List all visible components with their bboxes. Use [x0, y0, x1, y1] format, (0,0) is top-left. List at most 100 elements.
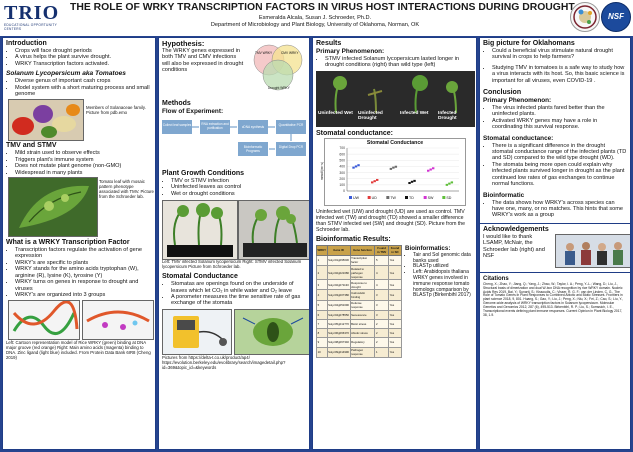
- chart-legend-swatch: [386, 195, 390, 199]
- stomata-diagram: [234, 308, 309, 355]
- chart-legend-label: UW: [353, 196, 360, 200]
- table-cell: Solyc09g014990: [326, 346, 351, 358]
- photo-label: Uninfected Drought: [358, 110, 383, 122]
- flow-diagram: Collect leaf samples RNA extraction and …: [162, 118, 306, 168]
- conc-stomatal-item: The stomata being more open could explai…: [492, 162, 627, 188]
- conc-primary-item: Activated WRKY genes may have a role in …: [492, 118, 627, 131]
- solanum-item: Model system with a short maturing proce…: [15, 85, 152, 98]
- chart-point: [394, 165, 398, 168]
- poster-title: THE ROLE OF WRKY TRANSCRIPTION FACTORS I…: [70, 2, 575, 13]
- chart-point: [445, 183, 449, 186]
- flow-step: Bioinformatic Programs: [238, 142, 268, 156]
- logo-subtitle: EDUCATIONAL OPPORTUNITY CENTERS: [4, 23, 58, 31]
- chart-point: [448, 182, 451, 185]
- table-cell: 7: [316, 318, 328, 330]
- table-header-cell: Gene function: [349, 244, 376, 256]
- chart-legend-label: TW: [390, 196, 396, 200]
- chart-point: [450, 181, 454, 184]
- big-picture-item: Could a beneficial virus stimulate natur…: [492, 48, 627, 61]
- conc-bioinfo-heading: Bioinformatic: [483, 191, 525, 199]
- conc-primary-item: The virus infected plants fared better t…: [492, 105, 627, 118]
- intro-item: A virus helps the plant survive drought.: [15, 54, 152, 60]
- intro-item: Crops will face drought periods: [15, 48, 152, 54]
- table-cell: 3: [374, 289, 389, 301]
- lab-group-photo: [555, 233, 630, 268]
- wrky-item: WRKY's are specific to plants: [15, 260, 152, 266]
- logo-text: TRIO: [4, 2, 60, 24]
- chart-tick-label: 300: [339, 171, 345, 175]
- column-results: Results Primary Phenomenon: STMV infecte…: [312, 37, 477, 450]
- table-cell: 3: [316, 279, 328, 291]
- conc-primary-list: The virus infected plants fared better t…: [483, 105, 627, 131]
- column-methods: Hypothesis: The WRKY genes expressed in …: [158, 37, 310, 450]
- flow-heading: Flow of Experiment:: [162, 108, 224, 115]
- solanum-figure: Members of Solanaceae family. Picture fr…: [6, 99, 152, 142]
- table-cell: Solyc05g012770: [326, 318, 351, 330]
- conc-bioinfo-list: The data shows how WRKY's across species…: [483, 200, 627, 219]
- table-cell: Solyc03g007380: [326, 289, 351, 301]
- table-cell: Senescence: [349, 309, 376, 320]
- table-cell: Yes: [388, 346, 402, 358]
- tmv-plant-photo: [162, 200, 238, 261]
- growth-item: Wet or drought conditions: [171, 191, 306, 197]
- wrky-item: WRKY turns on genes in response to droug…: [15, 279, 152, 292]
- intro-heading: Introduction: [6, 40, 47, 47]
- chart-point: [389, 167, 393, 170]
- stomatal-methods-heading: Stomatal Conductance: [162, 273, 238, 281]
- intro-list: Crops will face drought periods A virus …: [6, 48, 152, 67]
- growth-item: TMV or STMV infection: [171, 178, 306, 184]
- bioinfo-side-item: Tair and Sol genomic data banks used: [413, 252, 475, 265]
- methods-heading: Methods: [162, 100, 191, 107]
- bioinfo-side-item: BLASTp utilized: [413, 264, 475, 270]
- table-cell: 2: [316, 264, 328, 281]
- bioinfo-side: Bioinformatics: Tair and Sol genomic dat…: [405, 245, 475, 299]
- venn-label-cmv: CMV WRKY: [281, 51, 299, 55]
- table-cell: Yes: [388, 279, 402, 291]
- ack-block: I would like to thank LSAMP, McNair, the…: [483, 233, 630, 268]
- venn-label-drought: Drought WRKY: [268, 86, 290, 90]
- table-cell: Yes: [388, 264, 402, 281]
- stomatal-methods-list: Stomatas are openings found on the under…: [162, 281, 306, 307]
- wrky-protein-model: [8, 300, 80, 341]
- tmv-figure: Tomato leaf with mosaic pattern phenotyp…: [6, 177, 154, 238]
- citations-heading: Citations: [483, 275, 509, 282]
- plants-photo-strip: [316, 70, 475, 127]
- flow-arrows: [192, 126, 292, 150]
- photo-label: Infected Drought: [438, 110, 457, 122]
- stomata-figures: [162, 308, 309, 355]
- chart-point: [427, 169, 430, 172]
- wrky-item: WRKY's are organized into 3 groups: [15, 292, 152, 298]
- table-cell: 3: [374, 299, 389, 311]
- chart-tick-label: 700: [339, 146, 345, 150]
- chart-point: [371, 181, 374, 184]
- chart-point: [357, 164, 360, 167]
- tmv-item: Does not mutate plant genome (non-GMO): [15, 163, 152, 169]
- table-cell: Transcription factor: [349, 254, 376, 267]
- table-header-cell: Gene ID: [326, 244, 351, 256]
- bioinfo-side-list: Tair and Sol genomic data banks used BLA…: [405, 252, 475, 299]
- conc-stomatal-heading: Stomatal conductance:: [483, 134, 554, 142]
- table-cell: 4: [374, 264, 389, 281]
- venn-diagram: [253, 44, 303, 91]
- conc-stomatal-item: There is a significant difference in the…: [492, 143, 627, 162]
- chart-legend-label: UD: [372, 196, 378, 200]
- column-conclusion: Big picture for Oklahomans Could a benef…: [479, 37, 631, 450]
- stomatal-results-heading: Stomatal conductance:: [316, 129, 394, 137]
- chart-point: [413, 179, 416, 182]
- chart-title: Stomatal Conductance: [366, 139, 424, 146]
- table-cell: Biotic stress: [349, 318, 376, 330]
- flow-step: Collect leaf samples: [162, 120, 192, 134]
- growth-heading: Plant Growth Conditions: [162, 170, 245, 177]
- table-cell: Abiotic stress: [349, 328, 376, 339]
- table-cell: Yes: [388, 254, 402, 267]
